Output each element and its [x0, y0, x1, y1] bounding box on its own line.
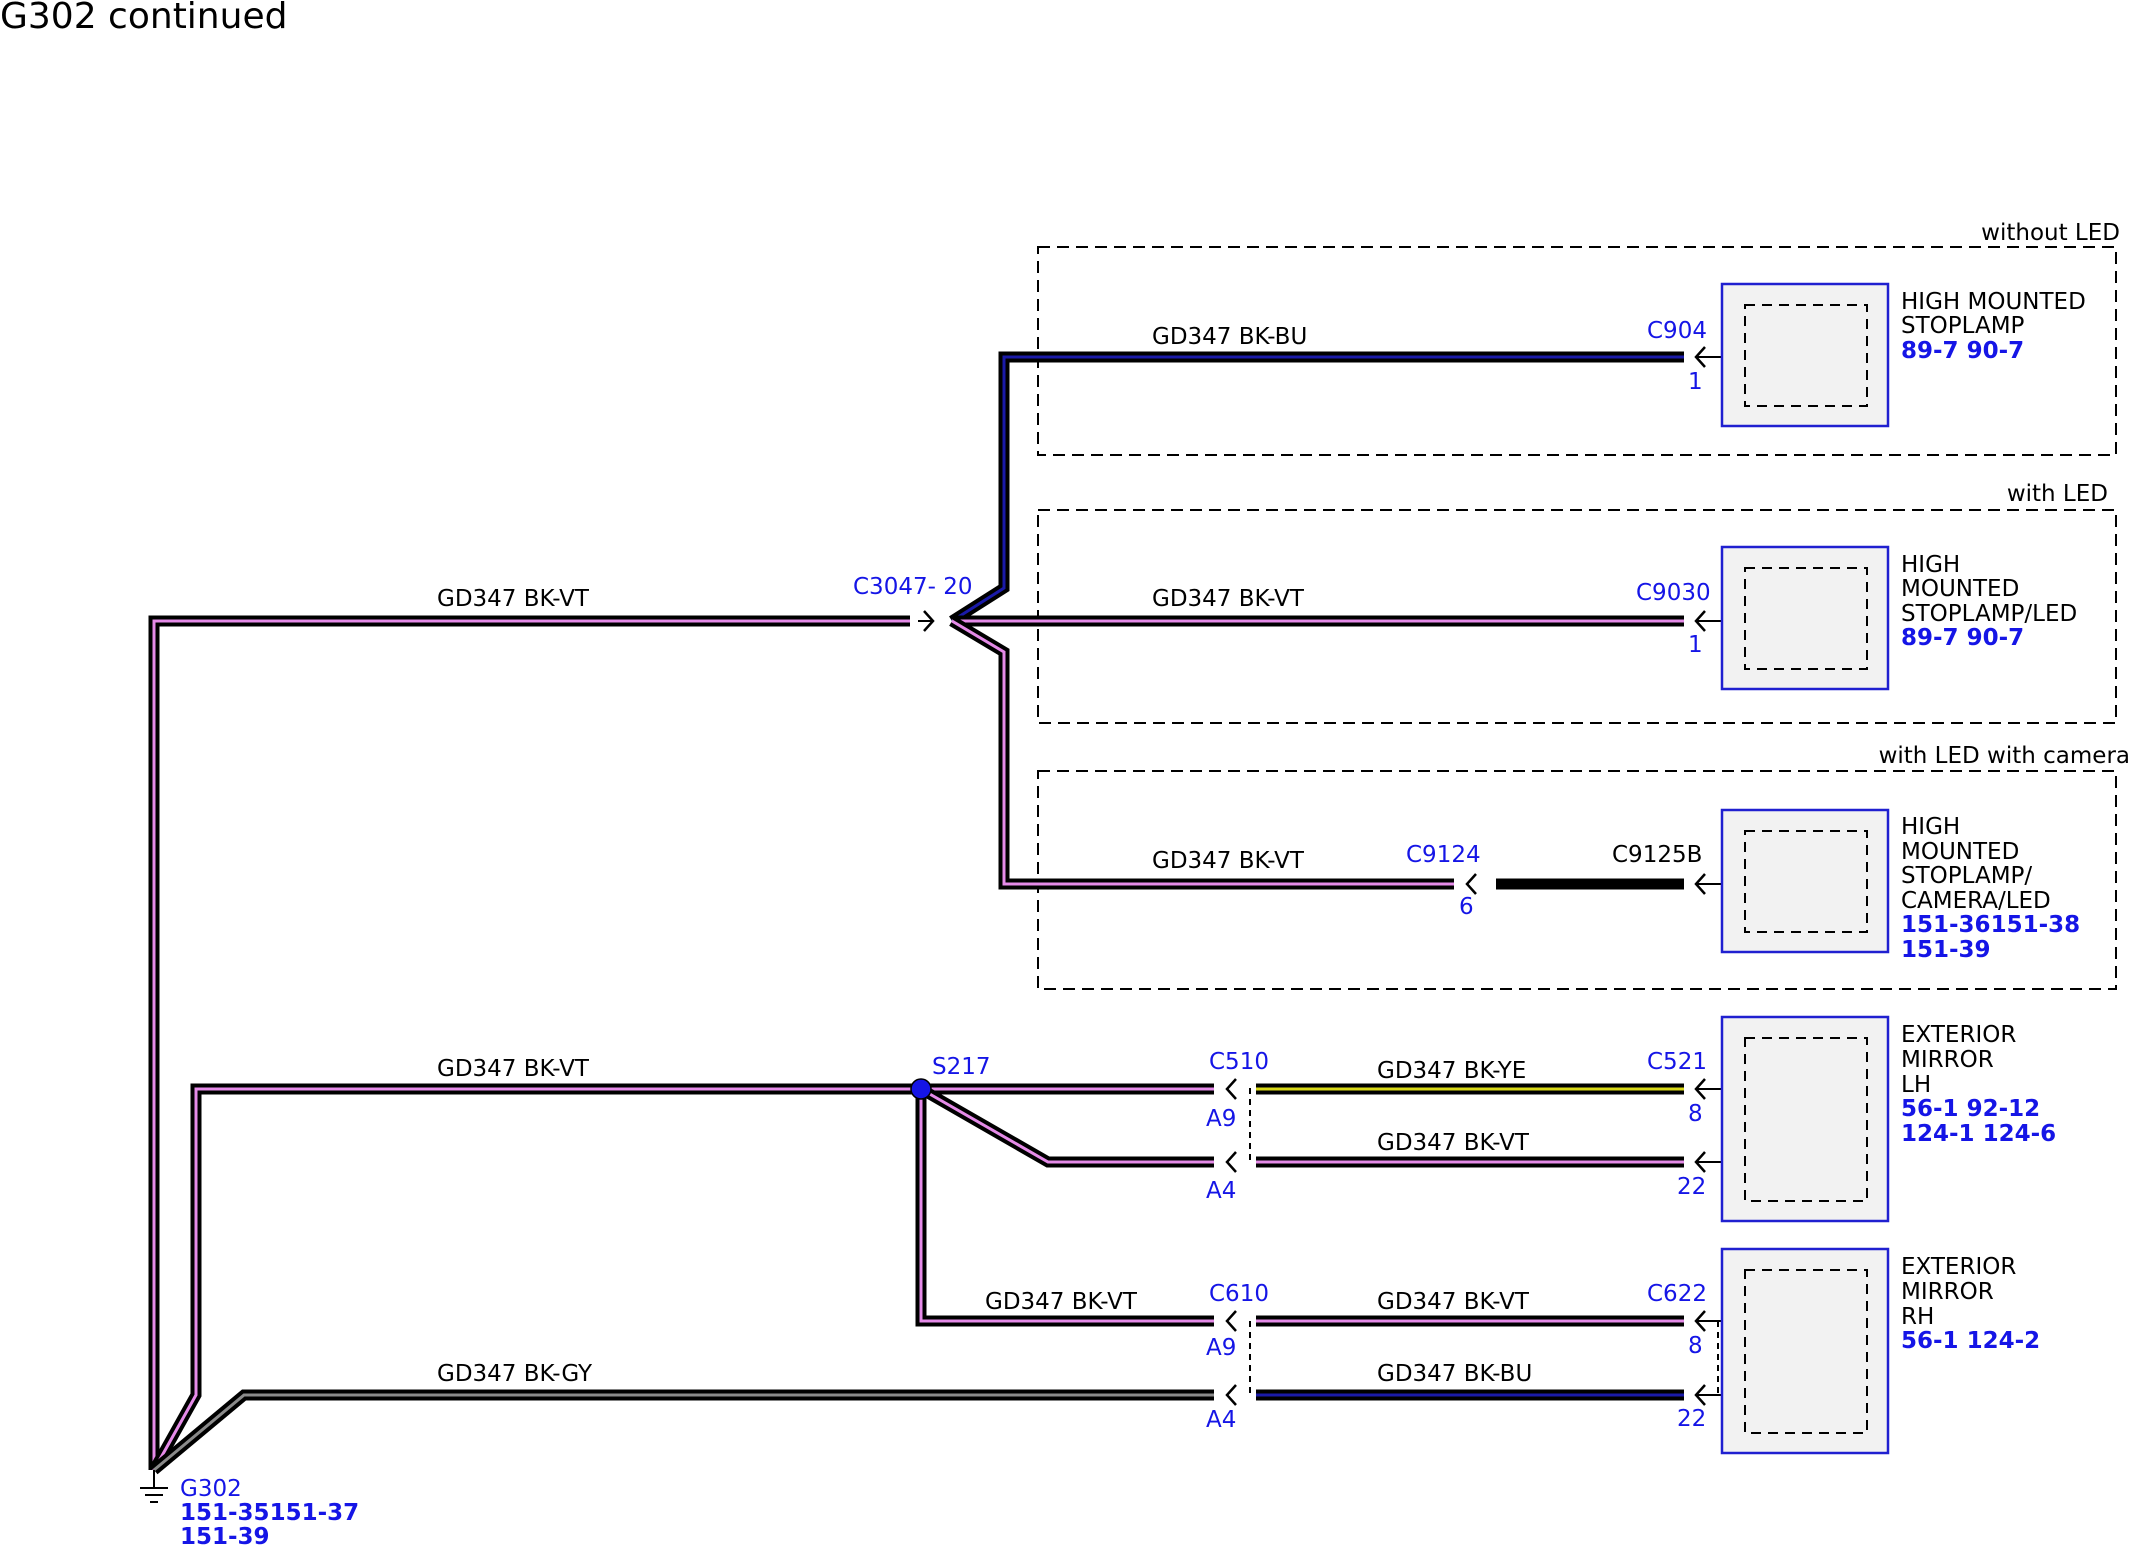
connector-c622-pin-22: 22 [1677, 1406, 1706, 1432]
component-label: EXTERIOR [1901, 1022, 2016, 1048]
connector-c3047-label: C3047- 20 [853, 574, 972, 600]
wire-label: GD347 BK-VT [1152, 848, 1305, 874]
wire-gd347-bk-bu-c904[interactable] [949, 351, 1684, 626]
connector-c9125b-label: C9125B [1612, 842, 1702, 868]
connector-c9124-pin-icon [1465, 873, 1477, 895]
wire-label: GD347 BK-VT [437, 1056, 590, 1082]
connector-c622-label: C622 [1647, 1281, 1707, 1307]
diagram-title: G302 continued [0, 0, 287, 37]
component-exterior-mirror-rh[interactable] [1720, 1247, 1890, 1455]
wire-gd347-bk-gy[interactable] [150, 1389, 1214, 1475]
component-label: STOPLAMP/LED [1901, 601, 2077, 627]
connector-c510-a4-icon [1225, 1151, 1237, 1173]
component-high-mounted-stoplamp-led[interactable] [1720, 545, 1890, 691]
component-label: STOPLAMP [1901, 313, 2025, 339]
connector-c510-pin-a4: A4 [1206, 1178, 1236, 1204]
wire-label: GD347 BK-VT [1377, 1289, 1530, 1315]
connector-c510-label: C510 [1209, 1049, 1269, 1075]
wire-gd347-bk-vt-s217[interactable] [149, 1083, 921, 1473]
wire-gd347-bk-vt-c9124[interactable] [949, 616, 1454, 890]
component-exterior-mirror-lh[interactable] [1720, 1015, 1890, 1223]
component-label: STOPLAMP/ [1901, 863, 2032, 889]
connector-c521-pin-22: 22 [1677, 1174, 1706, 1200]
ground-refs-1[interactable]: 151-35151-37 [180, 1500, 359, 1526]
wire-gd347-bk-vt-c510-a4[interactable] [918, 1084, 1214, 1168]
component-page-refs[interactable]: 89-7 90-7 [1901, 338, 2024, 364]
wire-label: GD347 BK-GY [437, 1361, 593, 1387]
component-page-refs[interactable]: 124-1 124-6 [1901, 1121, 2056, 1147]
connector-c610-a4-icon [1225, 1384, 1237, 1406]
component-label: MIRROR [1901, 1047, 1994, 1073]
component-high-mounted-stoplamp[interactable] [1720, 282, 1890, 428]
variant-label-with-led-camera: with LED with camera [1879, 743, 2130, 769]
component-page-refs[interactable]: 151-36151-38 [1901, 912, 2080, 938]
ground-icon [140, 1470, 168, 1503]
component-high-mounted-stoplamp-camera-led[interactable] [1720, 808, 1890, 954]
connector-c9124-pin: 6 [1459, 894, 1474, 920]
wire-label: GD347 BK-YE [1377, 1058, 1526, 1084]
component-label: EXTERIOR [1901, 1254, 2016, 1280]
wire-label: GD347 BK-VT [437, 586, 590, 612]
wire-label: GD347 BK-BU [1152, 324, 1307, 350]
connector-pin-layer [918, 346, 1722, 1406]
connector-c9030-label: C9030 [1636, 580, 1711, 606]
component-label: LH [1901, 1072, 1931, 1098]
ground-refs-2[interactable]: 151-39 [180, 1524, 270, 1546]
component-page-refs[interactable]: 56-1 92-12 [1901, 1096, 2040, 1122]
variant-label-without-led: without LED [1981, 220, 2120, 246]
connector-c521-label: C521 [1647, 1049, 1707, 1075]
component-page-refs[interactable]: 151-39 [1901, 937, 1991, 963]
component-page-refs[interactable]: 89-7 90-7 [1901, 625, 2024, 651]
wire-layer [148, 351, 1684, 1475]
wire-label: GD347 BK-VT [985, 1289, 1138, 1315]
variant-box-with-led-camera [1037, 770, 2117, 990]
connector-c610-pin-a4: A4 [1206, 1407, 1236, 1433]
component-label: MOUNTED [1901, 839, 2019, 865]
connector-c610-label: C610 [1209, 1281, 1269, 1307]
component-label: HIGH [1901, 814, 1960, 840]
connector-c610-a9-icon [1225, 1310, 1237, 1332]
connector-c9124-label: C9124 [1406, 842, 1481, 868]
component-page-refs[interactable]: 56-1 124-2 [1901, 1328, 2040, 1354]
connector-c904-pin: 1 [1688, 369, 1703, 395]
wire-label: GD347 BK-BU [1377, 1361, 1532, 1387]
connector-c510-a9-icon [1225, 1078, 1237, 1100]
wire-label: GD347 BK-VT [1377, 1130, 1530, 1156]
component-label: CAMERA/LED [1901, 888, 2051, 914]
connector-c904-label: C904 [1647, 318, 1707, 344]
component-label: MOUNTED [1901, 576, 2019, 602]
component-label: RH [1901, 1304, 1934, 1330]
component-label: MIRROR [1901, 1279, 1994, 1305]
connector-c9030-pin: 1 [1688, 632, 1703, 658]
wire-label: GD347 BK-VT [1152, 586, 1305, 612]
component-label: HIGH [1901, 552, 1960, 578]
connector-c610-pin-a9: A9 [1206, 1335, 1236, 1361]
connector-c622-pin-8: 8 [1688, 1333, 1703, 1359]
wire-gd347-bk-vt-trunk[interactable] [148, 615, 910, 1470]
connector-c510-pin-a9: A9 [1206, 1106, 1236, 1132]
splice-s217[interactable] [910, 1078, 932, 1100]
wire-gd347-bk-vt-c610-a9[interactable] [915, 1089, 1214, 1327]
variant-label-with-led: with LED [2007, 481, 2108, 507]
connector-c521-pin-8: 8 [1688, 1101, 1703, 1127]
ground-label: G302 [180, 1476, 242, 1502]
component-label: HIGH MOUNTED [1901, 289, 2086, 315]
splice-label: S217 [932, 1054, 991, 1080]
variant-box-without-led [1037, 246, 2117, 456]
